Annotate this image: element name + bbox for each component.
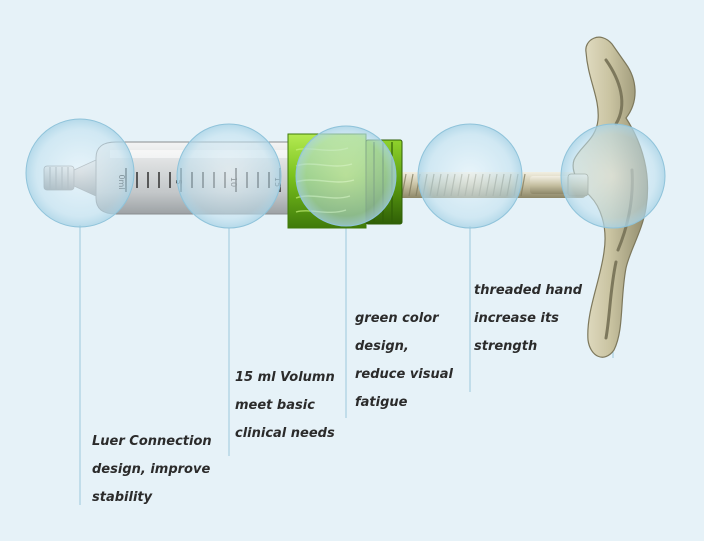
callout-circle-handle [560,123,666,229]
caption-line: meet basic [235,398,315,413]
caption-line: strength [474,339,538,354]
caption-line: reduce visual [355,367,453,382]
caption-line: stability [92,490,153,505]
callout-circle-thread [417,123,523,229]
caption-line: fatigue [355,395,408,410]
caption-line: threaded hand [474,283,583,298]
callout-circles [25,118,666,229]
caption-line: increase its [474,311,559,326]
caption-line: design, improve [92,462,211,477]
caption-volume: 15 ml Volumn meet basic clinical needs [235,364,335,448]
caption-line: design, [355,339,409,354]
callout-circle-green [295,125,397,227]
caption-green-color: green color design, reduce visual fatigu… [355,305,453,417]
caption-line: Luer Connection [92,434,212,449]
caption-luer-connection: Luer Connection design, improve stabilit… [92,428,212,512]
caption-line: clinical needs [235,426,335,441]
caption-threaded-hand: threaded hand increase its strength [474,277,582,361]
caption-line: 15 ml Volumn [235,370,335,385]
caption-line: green color [355,311,439,326]
callout-circle-volume [176,123,282,229]
callout-circle-luer [25,118,135,228]
